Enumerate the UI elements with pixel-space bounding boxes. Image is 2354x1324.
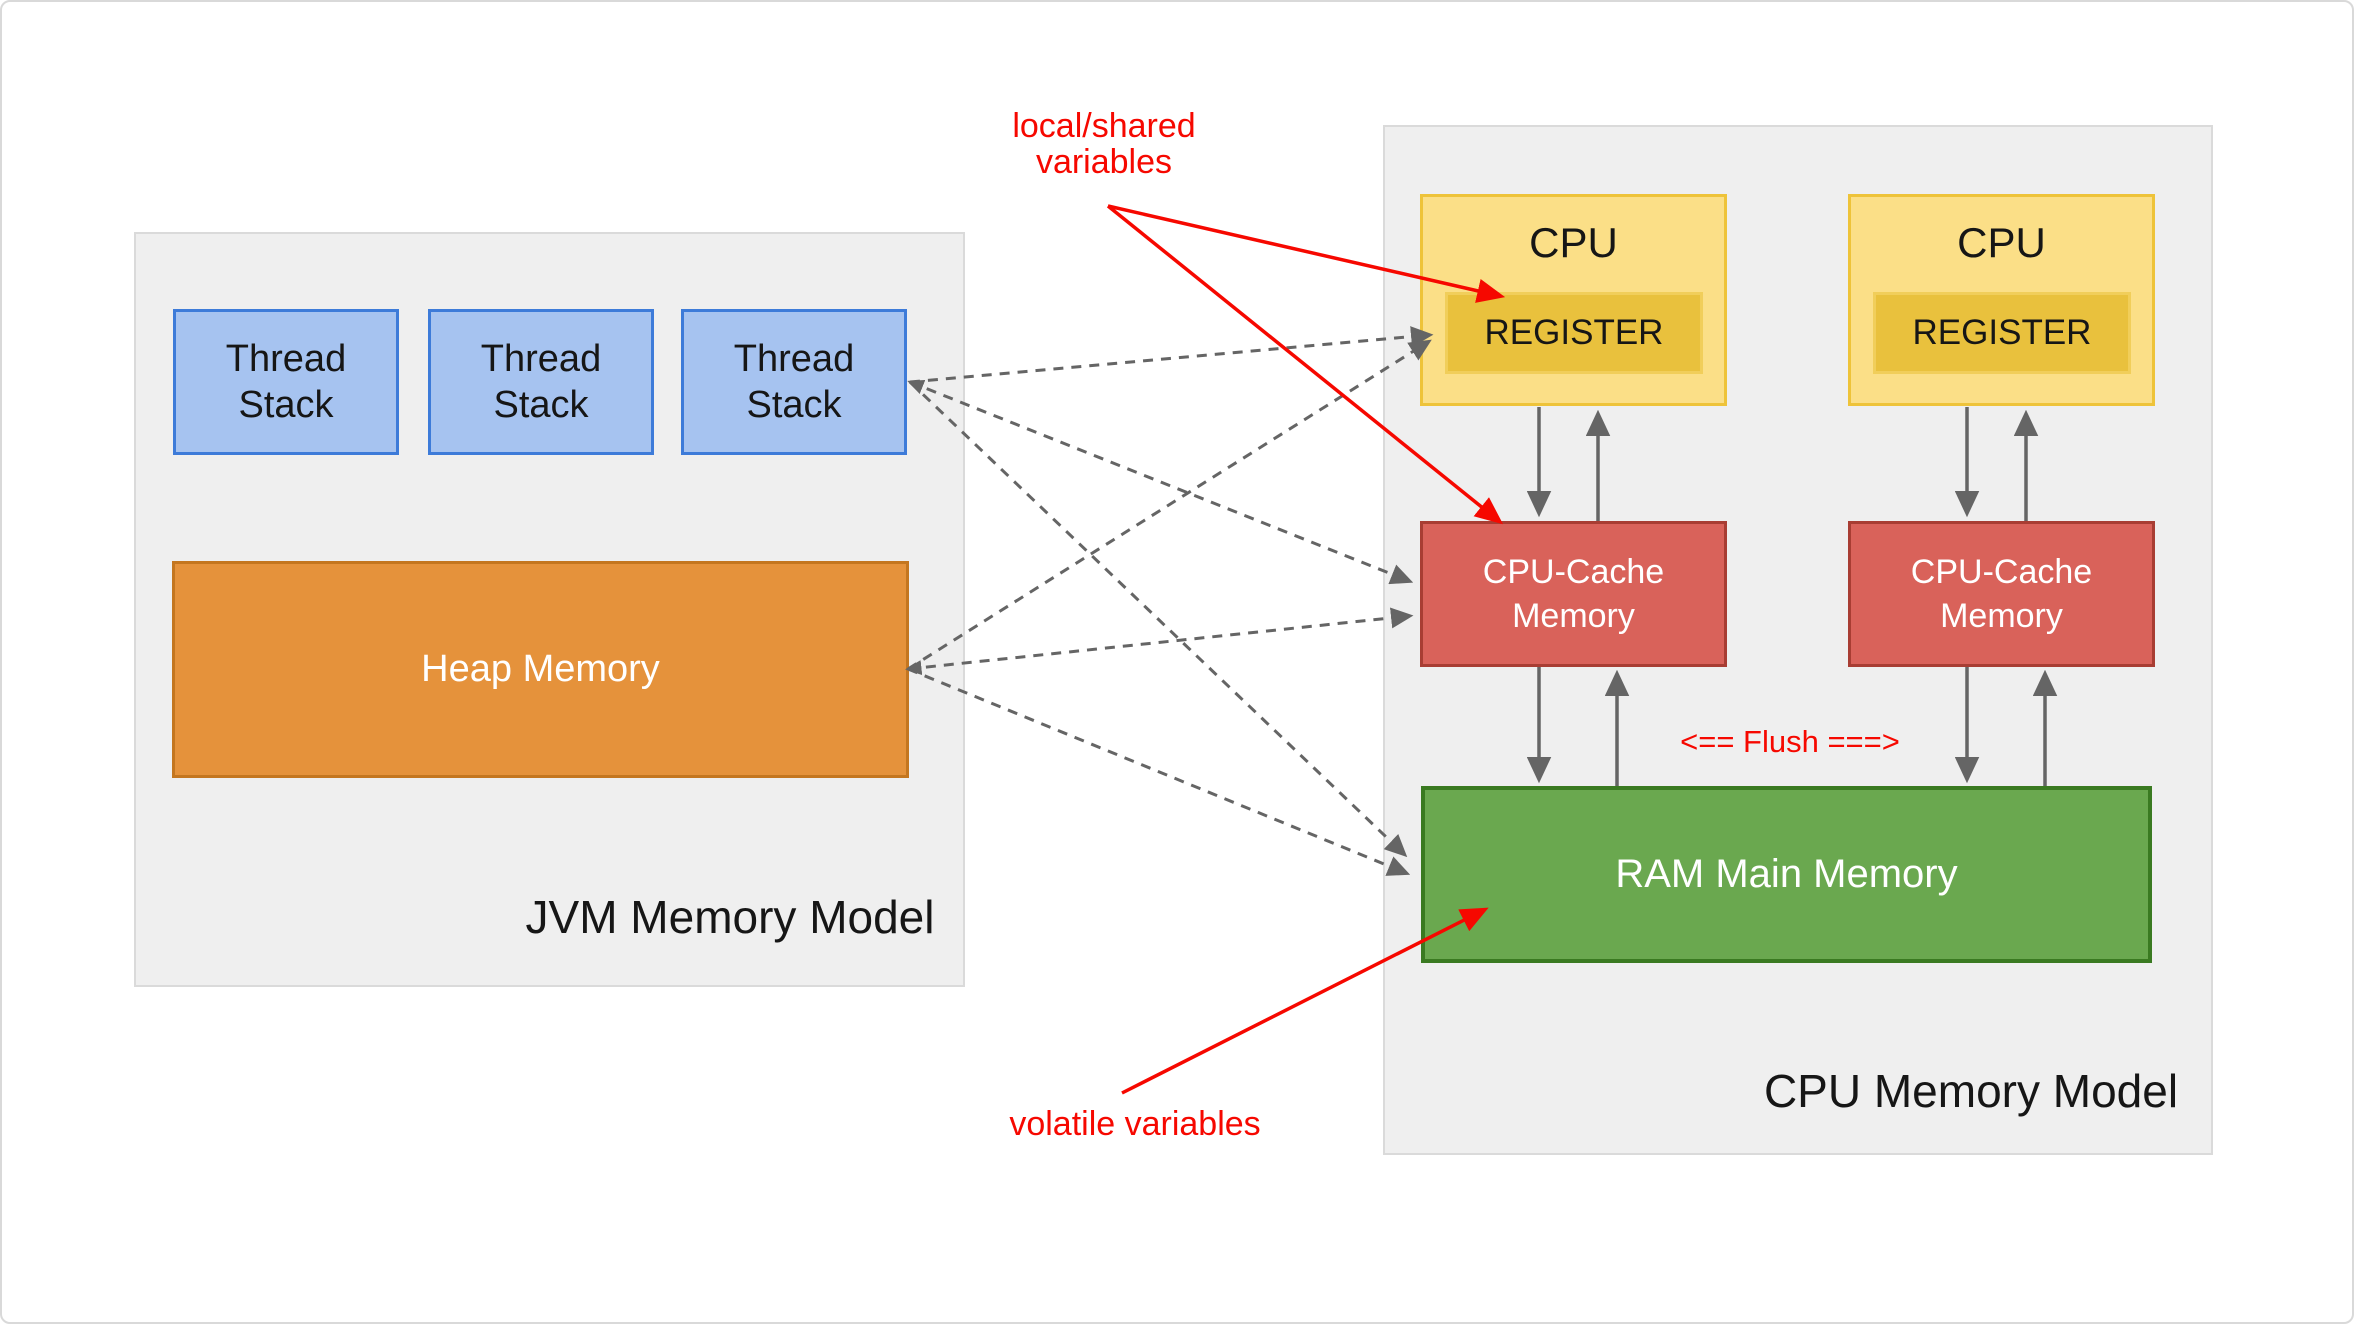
local-shared-variables-note: local/shared variables bbox=[1012, 108, 1195, 180]
thread-stack-label-line2: Stack bbox=[238, 384, 334, 426]
dashed-link-thread-register bbox=[909, 326, 1434, 384]
register-box-1: REGISTER bbox=[1445, 292, 1703, 374]
dashed-link-heap-register bbox=[907, 339, 1432, 671]
dashed-link-thread-ram bbox=[908, 380, 1408, 858]
cpu-cache-label-line1: CPU-Cache bbox=[1482, 552, 1665, 591]
heap-memory-label: Heap Memory bbox=[421, 648, 660, 690]
cpu-box-2: CPU REGISTER bbox=[1848, 194, 2155, 406]
local-shared-note-line2: variables bbox=[1035, 143, 1173, 181]
thread-stack-label-line1: Thread bbox=[480, 337, 602, 380]
heap-memory-box: Heap Memory bbox=[172, 561, 909, 778]
thread-stack-label-line2: Stack bbox=[746, 384, 842, 426]
cpu-cache-box-2: CPU-Cache Memory bbox=[1848, 521, 2155, 667]
volatile-variables-note: volatile variables bbox=[1009, 1105, 1261, 1143]
thread-stack-label-line1: Thread bbox=[733, 337, 855, 380]
cpu-cache-label-line2: Memory bbox=[1940, 597, 2063, 635]
cpu-panel-title: CPU Memory Model bbox=[1763, 1065, 2179, 1117]
flush-annotation: <== Flush ===> bbox=[1680, 724, 1900, 759]
cpu-label: CPU bbox=[1957, 219, 2046, 266]
thread-stack-box-2: Thread Stack bbox=[428, 309, 654, 455]
thread-stack-label-line1: Thread bbox=[225, 337, 347, 380]
dashed-link-heap-ram bbox=[907, 667, 1411, 876]
thread-stack-box-1: Thread Stack bbox=[173, 309, 399, 455]
cpu-label: CPU bbox=[1529, 219, 1618, 266]
register-label: REGISTER bbox=[1912, 313, 2092, 352]
jvm-panel-title: JVM Memory Model bbox=[525, 891, 935, 943]
thread-stack-label-line2: Stack bbox=[493, 384, 589, 426]
local-shared-note-line1: local/shared bbox=[1012, 107, 1196, 145]
ram-main-memory-box: RAM Main Memory bbox=[1421, 786, 2152, 963]
cpu-box-1: CPU REGISTER bbox=[1420, 194, 1727, 406]
dashed-link-thread-cache bbox=[907, 380, 1414, 585]
cpu-cache-label-line1: CPU-Cache bbox=[1910, 552, 2093, 591]
ram-main-memory-label: RAM Main Memory bbox=[1615, 852, 1958, 896]
cpu-cache-box-1: CPU-Cache Memory bbox=[1420, 521, 1727, 667]
thread-stack-box-3: Thread Stack bbox=[681, 309, 907, 455]
register-box-2: REGISTER bbox=[1873, 292, 2131, 374]
cpu-cache-label-line2: Memory bbox=[1512, 597, 1635, 635]
register-label: REGISTER bbox=[1484, 313, 1664, 352]
dashed-link-heap-cache bbox=[905, 607, 1414, 676]
